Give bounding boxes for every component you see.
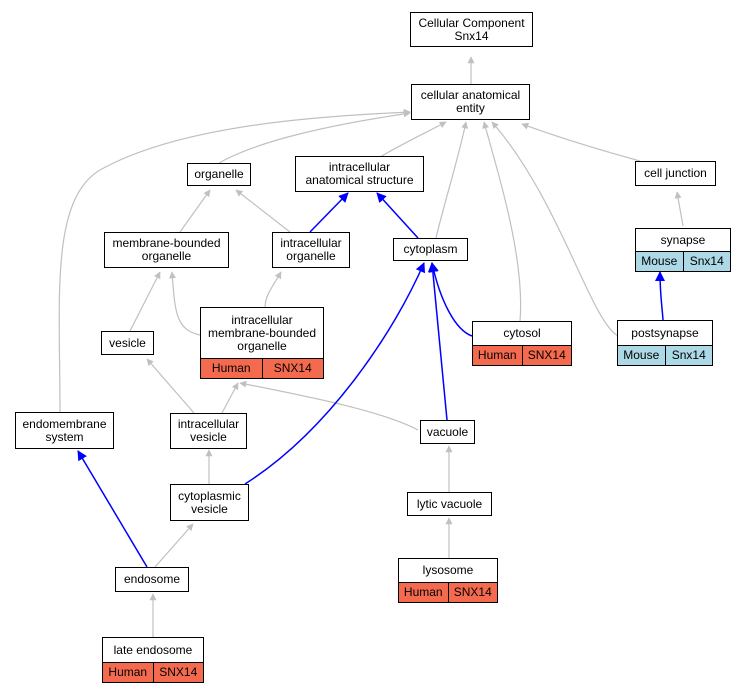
node-membrane-bounded-organelle[interactable]: membrane-bounded organelle [104,232,229,268]
edge-imbo-mbo [169,271,201,336]
edge-io-organelle [235,189,291,233]
node-lysosome[interactable]: lysosome Human SNX14 [398,558,498,603]
node-label: cytoplasm [403,242,458,256]
edge-vacuole-imbo [239,380,419,431]
species-badge: Human [103,663,153,682]
edge-ems-cae [58,108,411,413]
gene-badge: SNX14 [261,359,323,378]
node-cellular-component-root[interactable]: Cellular Component Snx14 [410,12,533,47]
node-label: intracellular vesicle [177,417,240,444]
gene-badge: SNX14 [152,663,203,682]
node-label: lytic vacuole [416,496,483,511]
node-label: intracellular organelle [280,236,342,263]
node-label: endomembrane system [22,416,107,444]
gene-badge: SNX14 [447,583,497,602]
edge-iv-imbo [221,382,239,414]
edge-organelle-cae [218,110,411,164]
node-label: cytosol [503,326,541,340]
edge-cytoplasm-cae [435,121,469,239]
node-label: vesicle [109,335,146,350]
edge-mbo-organelle [179,189,211,233]
edge-cv-cytoplasm [244,262,426,485]
annotation-row: Human SNX14 [399,582,497,602]
node-label: synapse [660,232,706,247]
edge-io-ias [309,192,349,233]
edge-cytosol-cae [482,121,522,322]
annotation-row: Human SNX14 [473,345,571,365]
node-endosome[interactable]: endosome [115,567,189,592]
edge-postsynapse-cae [491,121,619,337]
edge-cytoplasm-ias [376,192,419,239]
node-label: intracellular membrane-bounded organelle [207,312,317,353]
node-label: Cellular Component Snx14 [418,15,525,43]
edge-iv-vesicle [146,358,195,414]
annotation-row: Mouse Snx14 [636,251,730,271]
species-badge: Human [201,359,262,378]
node-cellular-anatomical-entity[interactable]: cellular anatomical entity [411,84,530,120]
node-intracellular-membrane-bounded-organelle[interactable]: intracellular membrane-bounded organelle… [200,307,324,379]
node-label: cellular anatomical entity [420,88,521,115]
node-label: postsynapse [631,325,699,340]
node-label: endosome [123,572,181,586]
gene-badge: Snx14 [682,252,730,271]
node-label: cell junction [644,166,707,180]
annotation-row: Human SNX14 [201,358,323,378]
annotation-row: Human SNX14 [103,662,203,682]
node-cytoplasm[interactable]: cytoplasm [393,238,468,261]
node-label: cytoplasmic vesicle [178,488,241,516]
edge-postsynapse-synapse [655,271,666,321]
node-organelle[interactable]: organelle [187,163,251,186]
edge-endosome-ems [77,450,148,568]
node-label: late endosome [113,642,193,657]
node-cell-junction[interactable]: cell junction [635,161,716,186]
node-label: intracellular anatomical structure [305,160,414,187]
node-vacuole[interactable]: vacuole [420,420,475,444]
edge-ias-cae [379,121,447,158]
node-synapse[interactable]: synapse Mouse Snx14 [635,228,731,272]
edge-vacuole-cytoplasm [427,262,448,421]
edge-endosome-cv [154,523,194,568]
edge-synapse-celljunction [674,191,684,227]
node-label: vacuole [426,424,469,439]
node-intracellular-anatomical-structure[interactable]: intracellular anatomical structure [295,156,424,192]
edge-celljunction-cae [521,122,641,162]
node-lytic-vacuole[interactable]: lytic vacuole [407,492,492,516]
edge-cytosol-cytoplasm [429,262,473,337]
node-late-endosome[interactable]: late endosome Human SNX14 [102,637,204,683]
node-label: organelle [194,167,244,181]
node-intracellular-organelle[interactable]: intracellular organelle [272,232,350,268]
node-postsynapse[interactable]: postsynapse Mouse Snx14 [617,320,713,366]
node-intracellular-vesicle[interactable]: intracellular vesicle [170,413,247,449]
node-label: membrane-bounded organelle [112,236,221,263]
node-cytoplasmic-vesicle[interactable]: cytoplasmic vesicle [170,484,249,521]
species-badge: Human [473,346,522,365]
species-badge: Mouse [618,346,665,365]
species-badge: Human [399,583,448,602]
species-badge: Mouse [636,252,683,271]
gene-badge: Snx14 [664,346,712,365]
node-cytosol[interactable]: cytosol Human SNX14 [472,321,572,366]
node-vesicle[interactable]: vesicle [101,331,154,355]
edge-vesicle-mbo [129,271,161,332]
gene-badge: SNX14 [521,346,571,365]
node-label: lysosome [422,563,474,577]
edge-imbo-io [264,271,282,309]
node-endomembrane-system[interactable]: endomembrane system [15,412,114,449]
annotation-row: Mouse Snx14 [618,345,712,365]
